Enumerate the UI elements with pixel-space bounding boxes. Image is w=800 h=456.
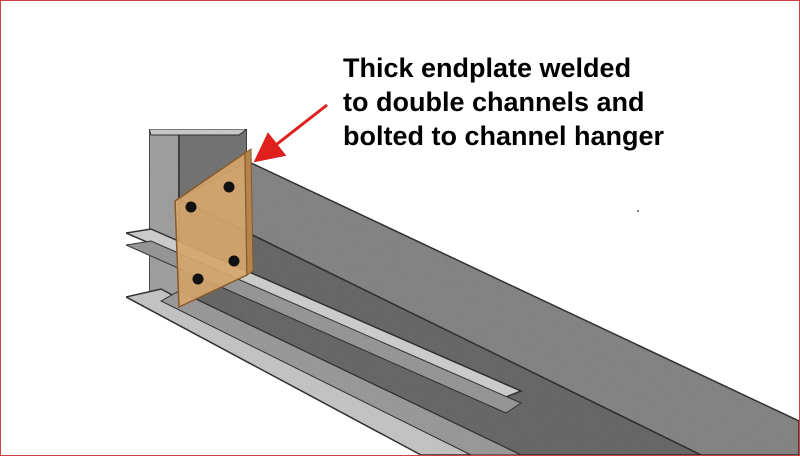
- beam-lower-flange: [123, 288, 472, 455]
- red-arrow-icon: [253, 103, 328, 163]
- callout-text-line: bolted to channel hanger: [343, 121, 665, 151]
- endplate: [174, 148, 254, 309]
- channel-hanger: [148, 128, 249, 310]
- speck-mark: [637, 210, 639, 212]
- callout-text-line: Thick endplate welded: [343, 53, 632, 83]
- beam-bottom-flange: [159, 290, 522, 455]
- callout-text-line: to double channels and: [343, 87, 645, 117]
- bolt-hole-icon: [185, 201, 197, 213]
- hanger-top-lip: [148, 128, 249, 136]
- bolt-hole-icon: [228, 255, 240, 267]
- endplate-edge: [244, 148, 254, 276]
- bolt-hole-icon: [192, 273, 204, 285]
- hanger-front-face: [148, 128, 180, 310]
- bolt-hole-icon: [223, 181, 235, 193]
